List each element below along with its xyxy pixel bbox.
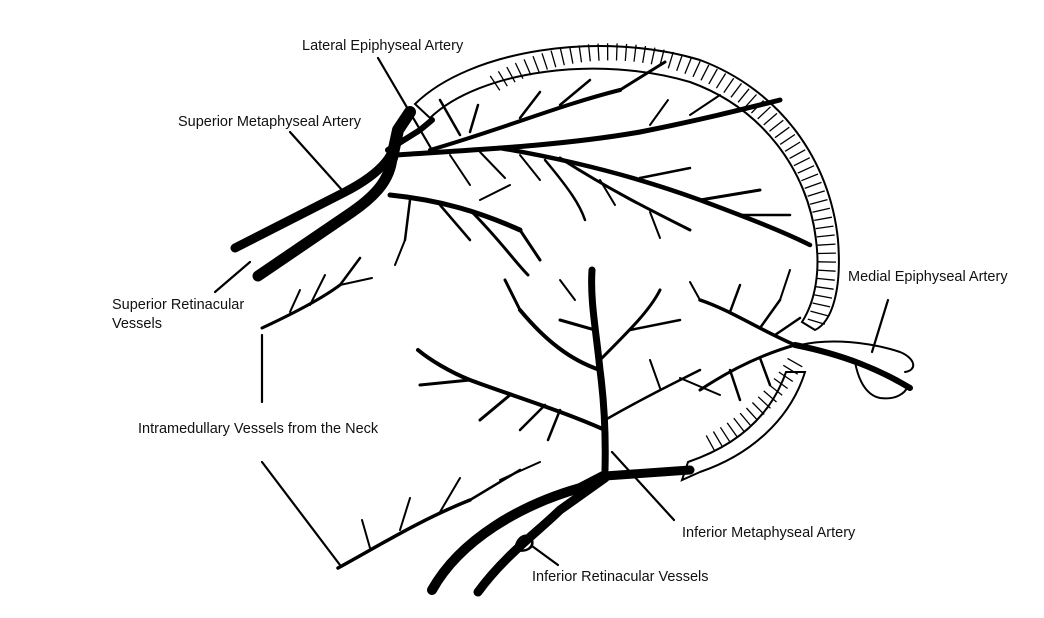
superior-metaphyseal-branches xyxy=(387,184,542,277)
cartilage-segment-tick xyxy=(497,70,508,87)
cartilage-segment-tick xyxy=(633,44,637,62)
cartilage-segment-tick xyxy=(745,407,759,421)
leader-intramedullary-lower xyxy=(260,460,342,567)
cartilage-segment-tick xyxy=(778,371,794,383)
cartilage-segment-tick xyxy=(812,302,831,308)
cartilage-segment-tick xyxy=(723,77,735,93)
cartilage-segment-tick xyxy=(773,377,788,390)
cartilage-segment-tick xyxy=(642,45,647,64)
cartilage-segment-tick xyxy=(559,48,565,66)
medial-epiphyseal-branches xyxy=(689,269,913,402)
cartilage-segment-tick xyxy=(807,318,826,325)
leader-inferior-retinacular-vessels xyxy=(530,544,560,567)
cartilage-segment-tick xyxy=(726,422,738,437)
cartilage-segment-tick xyxy=(700,64,710,81)
cartilage-segment-tick xyxy=(801,173,819,182)
cartilage-segment-tick xyxy=(692,60,701,78)
leader-inferior-metaphyseal-artery xyxy=(610,450,676,522)
cartilage-segment-tick xyxy=(615,43,618,61)
cartilage-segment-tick xyxy=(782,364,799,375)
cartilage-segment-tick xyxy=(733,417,745,432)
cartilage-segment-tick xyxy=(667,51,674,69)
femoral-neck-outline xyxy=(799,340,915,400)
leader-superior-retinacular-vessels xyxy=(213,260,252,294)
leader-superior-metaphyseal-artery xyxy=(288,130,344,192)
cartilage-segment-tick xyxy=(739,412,752,427)
cartilage-segment-tick xyxy=(744,94,757,109)
cartilage-segment-tick xyxy=(676,54,684,72)
superior-retinacular-vessels xyxy=(230,106,435,282)
cartilage-segment-tick xyxy=(816,234,835,238)
label-intramedullary-vessels: Intramedullary Vessels from the Neck xyxy=(138,421,379,437)
cartilage-segment-tick xyxy=(712,431,723,447)
leader-lines xyxy=(213,56,890,567)
cartilage-segment-tick xyxy=(578,45,583,63)
cartilage-segment-tick xyxy=(715,73,727,89)
label-superior-retinacular-vessels-line2: Vessels xyxy=(112,316,162,332)
cartilage-segment-tick xyxy=(793,157,811,167)
label-lateral-epiphyseal-artery: Lateral Epiphyseal Artery xyxy=(302,38,464,54)
cartilage-segment-tick xyxy=(789,149,806,159)
cartilage-segment-tick xyxy=(817,243,836,246)
cartilage-segment-tick xyxy=(705,435,715,451)
cartilage-segment-tick xyxy=(506,66,516,83)
inferior-metaphyseal-branches xyxy=(416,266,721,474)
cartilage-segment-tick xyxy=(514,62,524,79)
intramedullary-vessels xyxy=(260,256,541,570)
cartilage-segment-tick xyxy=(597,43,600,61)
cartilage-segment-tick xyxy=(763,112,778,126)
cartilage-segment-tick xyxy=(814,216,833,222)
lateral-epiphyseal-branches xyxy=(392,60,813,248)
cartilage-segment-tick xyxy=(816,277,835,281)
cartilage-segment-tick xyxy=(624,43,628,61)
cartilage-segment-tick xyxy=(751,402,765,415)
inferior-retinacular-vessels xyxy=(427,465,695,597)
cartilage-segment-tick xyxy=(730,83,743,98)
cartilage-segment-tick xyxy=(708,68,718,85)
cartilage-segment-tick xyxy=(523,59,532,76)
cartilage-segment-tick xyxy=(757,396,771,409)
cartilage-segment-tick xyxy=(541,53,549,70)
label-medial-epiphyseal-artery: Medial Epiphyseal Artery xyxy=(848,269,1008,285)
cartilage-segment-tick xyxy=(587,44,591,62)
cartilage-segments xyxy=(489,43,837,451)
cartilage-segment-tick xyxy=(769,119,784,132)
cartilage-segment-tick xyxy=(684,57,693,74)
cartilage-segment-tick xyxy=(569,46,574,64)
cartilage-segment-tick xyxy=(550,50,557,68)
cartilage-segment-tick xyxy=(804,181,822,190)
cartilage-segment-tick xyxy=(737,88,750,103)
label-inferior-retinacular-vessels: Inferior Retinacular Vessels xyxy=(532,569,709,585)
cartilage-segment-tick xyxy=(763,390,777,403)
leader-lateral-epiphyseal-artery xyxy=(376,56,434,152)
cartilage-segment-tick xyxy=(489,75,501,91)
cartilage-segment-tick xyxy=(814,294,833,299)
cartilage-segment-tick xyxy=(812,207,831,213)
leader-medial-epiphyseal-artery xyxy=(870,298,890,354)
cartilage-segment-tick xyxy=(809,198,828,205)
cartilage-segment-tick xyxy=(650,47,656,65)
cartilage-segment-tick xyxy=(817,269,836,272)
cartilage-segment-tick xyxy=(768,384,783,396)
cartilage-segment-tick xyxy=(774,126,790,139)
cartilage-segment-tick xyxy=(757,106,771,120)
cartilage-segment-tick xyxy=(787,357,803,368)
cartilage-segment-tick xyxy=(532,55,540,73)
cartilage-segment-tick xyxy=(784,141,801,152)
cartilage-segment-tick xyxy=(719,426,731,442)
label-inferior-metaphyseal-artery: Inferior Metaphyseal Artery xyxy=(682,525,856,541)
label-superior-retinacular-vessels-line1: Superior Retinacular xyxy=(112,297,244,313)
labels: Lateral Epiphyseal Artery Superior Metap… xyxy=(112,38,1008,585)
cartilage-segment-tick xyxy=(815,286,834,290)
cartilage-segment-tick xyxy=(797,165,815,174)
cartilage-segment-tick xyxy=(779,133,796,145)
cartilage-segment-tick xyxy=(807,190,825,197)
label-superior-metaphyseal-artery: Superior Metaphyseal Artery xyxy=(178,114,362,130)
cartilage-segment-tick xyxy=(810,310,828,317)
cartilage-segment-tick xyxy=(815,225,834,230)
articular-cartilage xyxy=(413,43,840,482)
